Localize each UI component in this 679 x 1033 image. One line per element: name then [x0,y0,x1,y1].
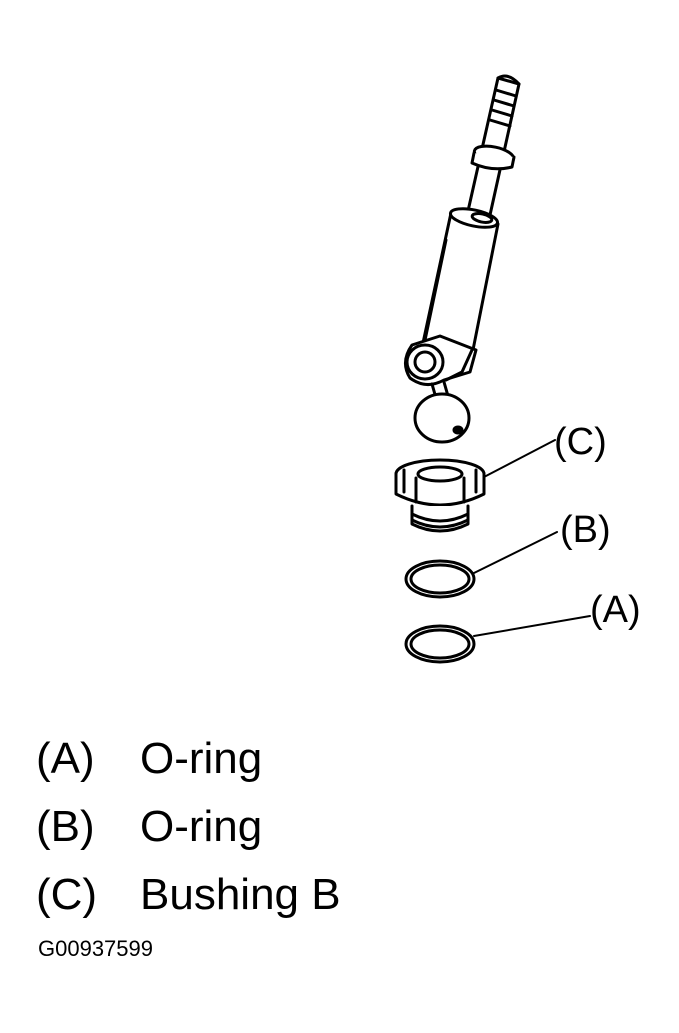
leader-line-c [483,439,556,478]
bushing-b [394,458,486,533]
legend-part-name: Bushing B [140,870,341,919]
callout-label-a: (A) [590,589,641,631]
legend-letter: (C) [36,870,98,919]
figure-id: G00937599 [38,936,153,961]
leader-line-a [473,615,591,637]
callout-label-b: (B) [560,509,611,551]
o-ring-a [404,624,476,664]
legend-part-name: O-ring [140,734,263,783]
o-ring-b [404,559,476,599]
legend-row: (C) Bushing B [36,861,341,929]
legend-row: (B) O-ring [36,793,341,861]
leader-line-b [473,531,558,574]
joint-clevis [404,334,478,386]
shift-rod [466,74,521,217]
legend-letter: (B) [36,802,95,851]
legend-row: (A) O-ring [36,725,341,793]
legend-part-name: O-ring [140,802,263,851]
callout-label-c: (C) [554,421,607,463]
rod-sleeve [421,207,500,357]
legend-letter: (A) [36,734,95,783]
parts-legend: (A) O-ring (B) O-ring (C) Bushing B [36,725,341,929]
ball-end [413,380,471,444]
